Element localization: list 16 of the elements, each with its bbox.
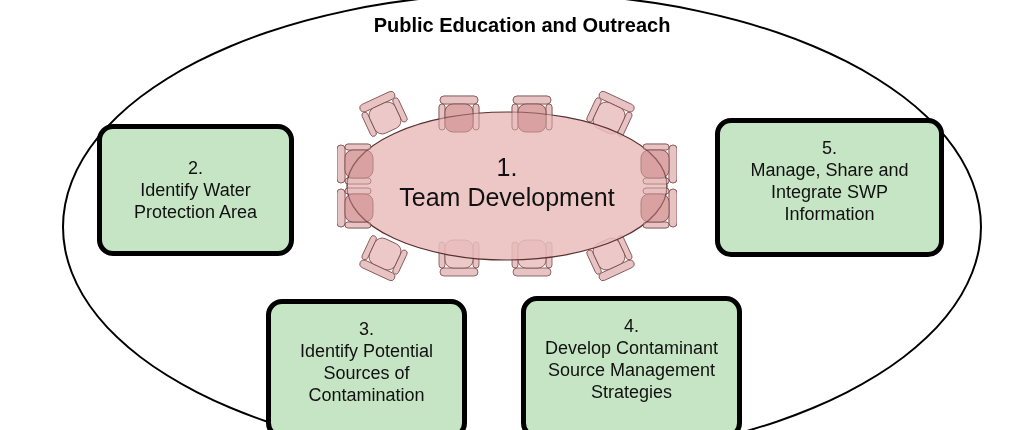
table-label: Team Development: [398, 182, 616, 212]
step-box: [521, 296, 742, 430]
step-box: [266, 299, 467, 430]
step-label: Develop Contaminant Source Management Strategies: [543, 337, 720, 403]
step-label: Identify Potential Sources of Contamination: [298, 340, 435, 406]
step-box: [715, 118, 944, 257]
outer-ellipse: [62, 0, 982, 430]
step-number: 3.: [359, 318, 374, 340]
step-label: Manage, Share and Integrate SWP Information: [749, 159, 910, 225]
heading: Public Education and Outreach: [372, 14, 672, 37]
step-number: 4.: [624, 315, 639, 337]
step-box: [97, 124, 294, 256]
step-label: Identify Water Protection Area: [132, 179, 259, 223]
step-number: 2.: [188, 157, 203, 179]
step-number: 5.: [822, 137, 837, 159]
table-label: 1.: [495, 152, 519, 182]
